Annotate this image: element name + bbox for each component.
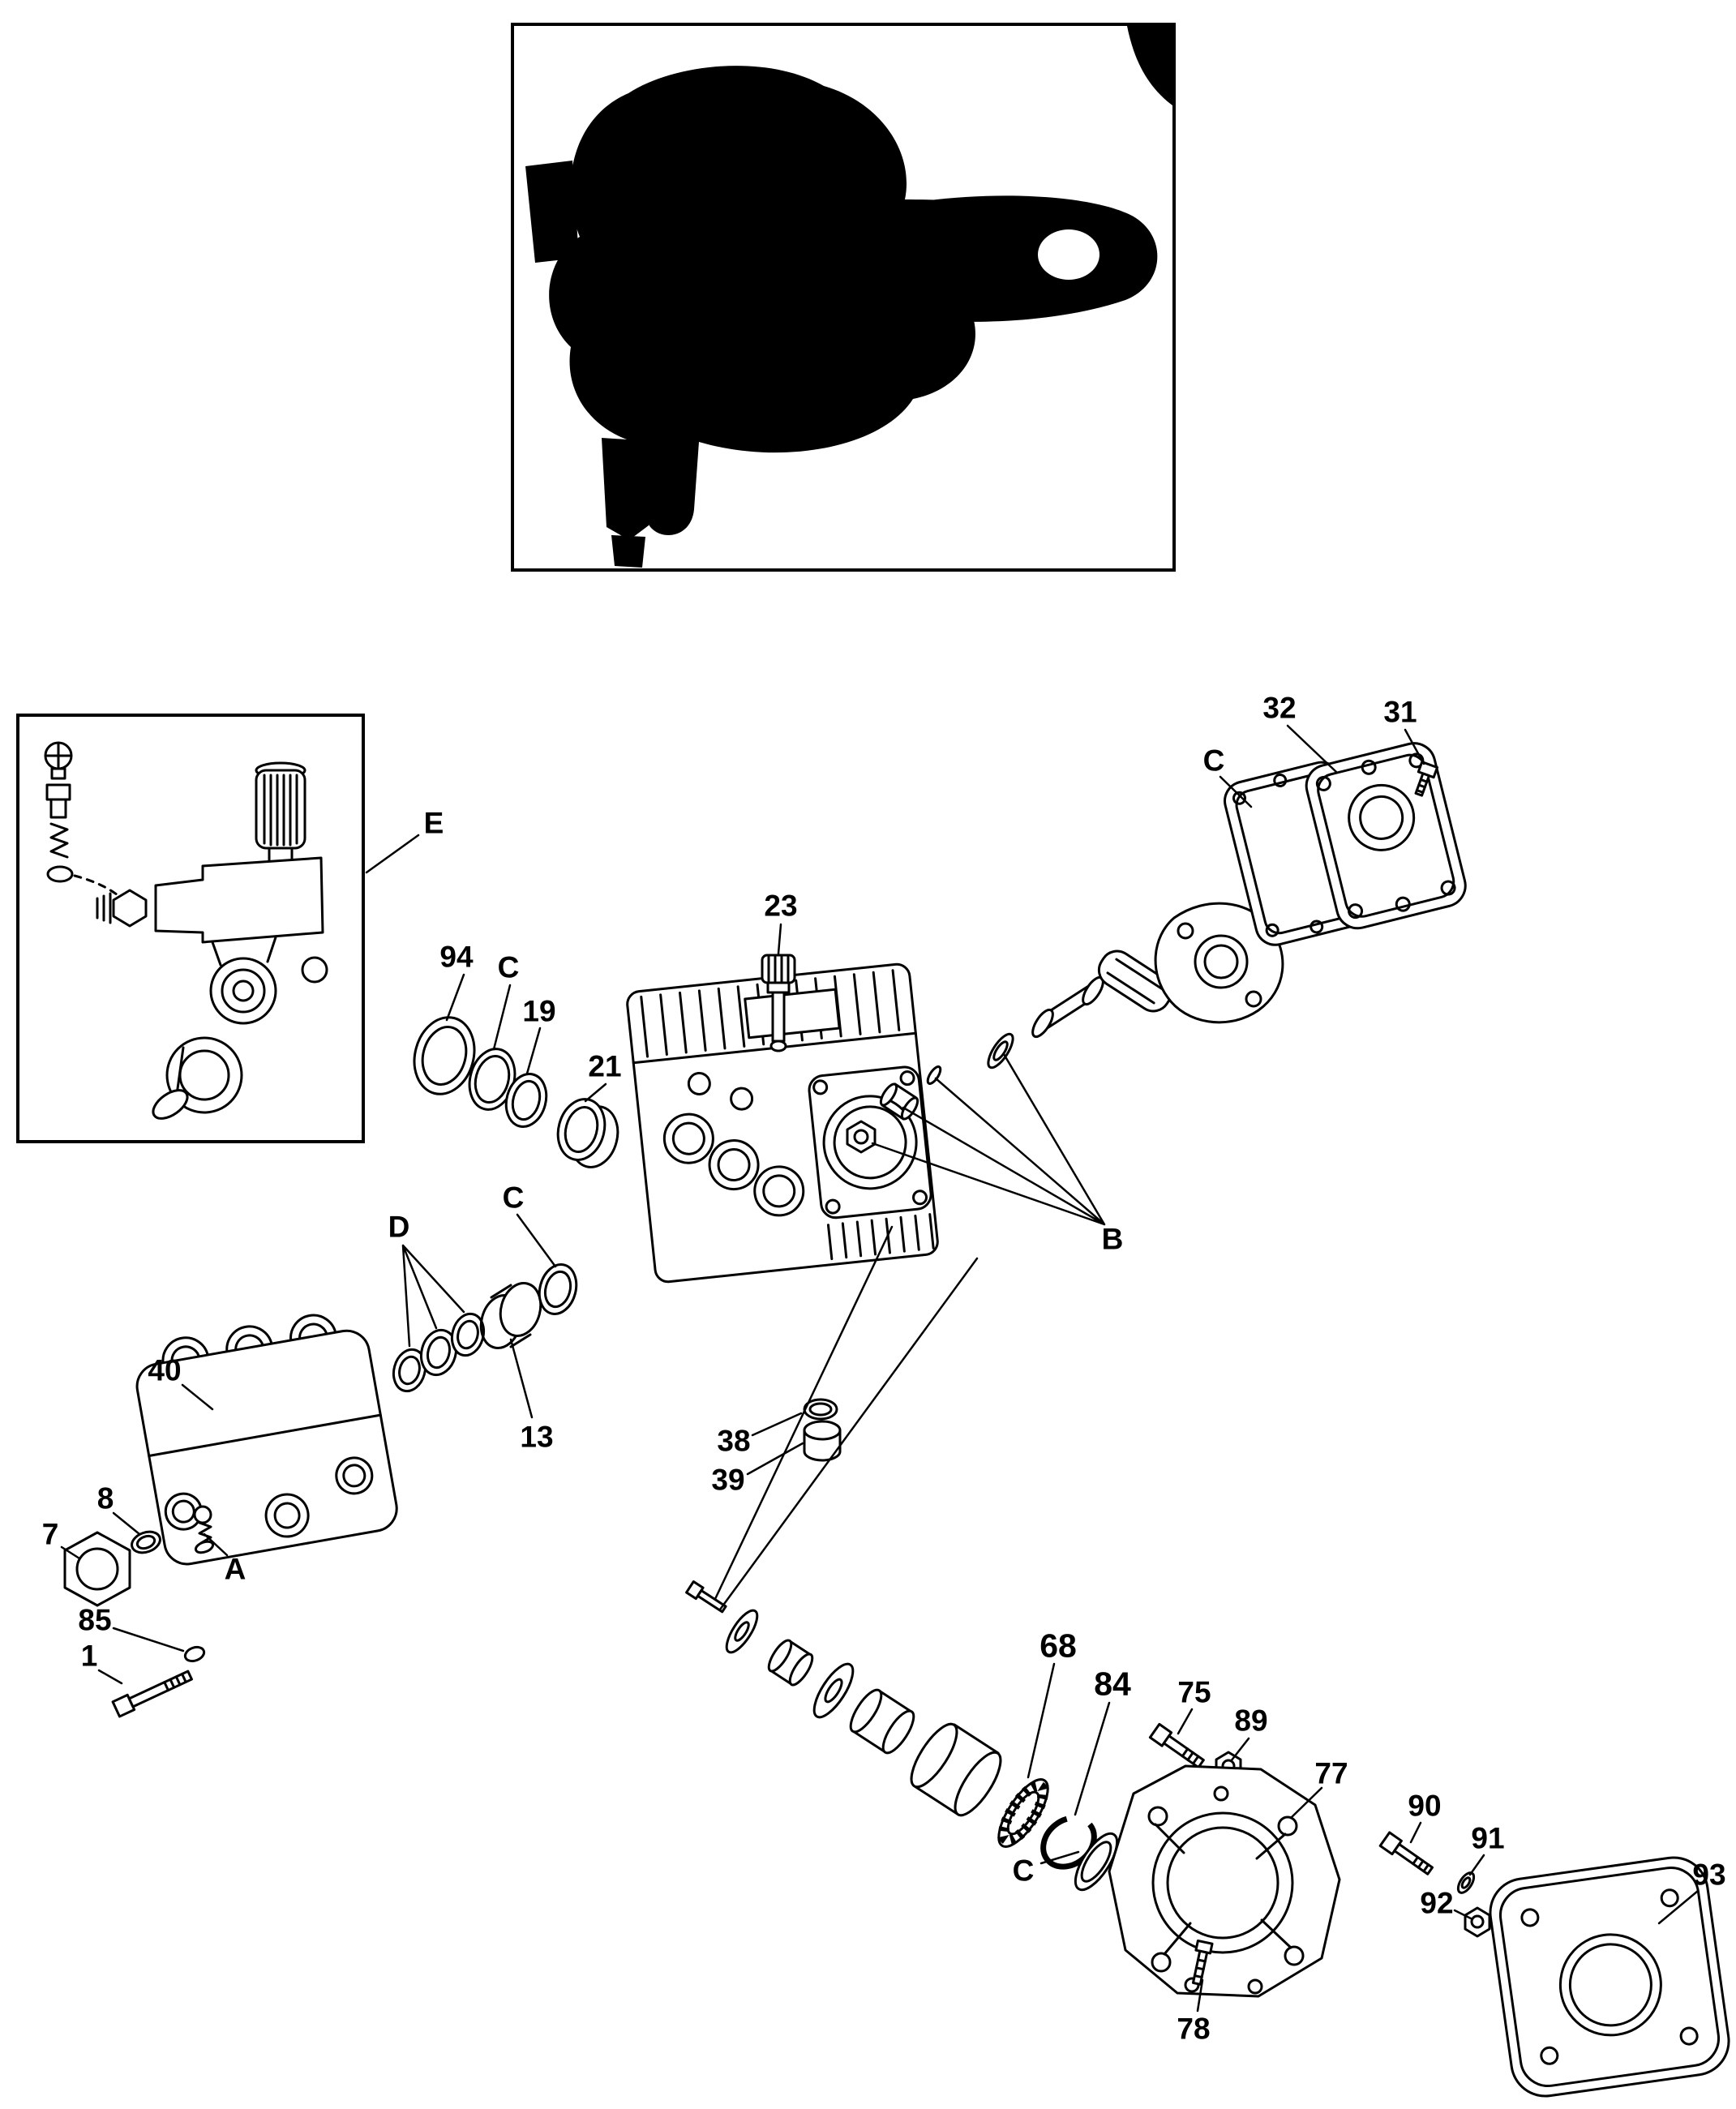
photo-handle-hole [1038, 229, 1099, 280]
plug-38-39 [803, 1398, 842, 1462]
bolt-75 [1148, 1722, 1205, 1769]
bolt-31 [1414, 761, 1439, 797]
callout-b: B [1101, 1222, 1124, 1256]
callout-92: 92 [1420, 1886, 1454, 1920]
callout-77: 77 [1314, 1756, 1348, 1790]
seal-c-lower [1074, 1832, 1119, 1892]
drive-yoke-flange [1097, 902, 1284, 1024]
bolt-90 [1378, 1831, 1434, 1875]
callout-32: 32 [1262, 691, 1297, 725]
nut-92 [1464, 1906, 1491, 1938]
callout-c-ring: C [502, 1181, 525, 1215]
callout-19: 19 [522, 994, 556, 1028]
callout-23: 23 [764, 889, 798, 923]
callout-e: E [423, 806, 444, 840]
cover-plate-32 [1305, 742, 1467, 930]
callout-40: 40 [148, 1353, 182, 1387]
callout-d: D [388, 1210, 410, 1244]
unloader-valve-detail [96, 761, 328, 1120]
callout-8: 8 [96, 1481, 114, 1515]
callout-c-lower: C [1012, 1854, 1035, 1888]
callout-75: 75 [1177, 1675, 1211, 1709]
nameplate [744, 988, 841, 1039]
callout-38: 38 [717, 1424, 751, 1458]
callout-94: 94 [439, 940, 474, 974]
callout-21: 21 [588, 1049, 622, 1083]
seals-d-13-c [392, 1263, 578, 1393]
callout-85: 85 [78, 1603, 112, 1637]
callout-13: 13 [520, 1420, 554, 1454]
callout-78: 78 [1177, 2012, 1211, 2046]
photo-panel [511, 23, 1176, 572]
piston-parts-b [846, 975, 1104, 1154]
callout-68: 68 [1039, 1627, 1077, 1665]
callout-7: 7 [41, 1517, 59, 1551]
thermal-valve-23 [761, 954, 796, 1052]
crankshaft-assembly [685, 1580, 1002, 1817]
bolt-1-oring-85 [111, 1645, 206, 1718]
callout-a: A [224, 1552, 246, 1586]
manifold-head-40 [135, 1314, 398, 1566]
callout-93: 93 [1692, 1858, 1726, 1892]
callout-c-gasket: C [1202, 744, 1225, 778]
seal-stack-94-c-19-21 [413, 1016, 619, 1168]
callout-1: 1 [80, 1639, 98, 1673]
callout-90: 90 [1408, 1789, 1442, 1823]
callout-c-seal: C [497, 950, 520, 984]
callout-84: 84 [1094, 1665, 1131, 1703]
callout-89: 89 [1234, 1704, 1268, 1738]
mounting-plate-93 [1489, 1856, 1730, 2098]
inset-panel-e [16, 714, 365, 1143]
bearing-housing-77 [1108, 1764, 1341, 1998]
callout-31: 31 [1383, 695, 1417, 729]
callout-39: 39 [711, 1463, 745, 1497]
bolt-78 [1191, 1939, 1214, 1986]
bearing-68 [997, 1778, 1049, 1848]
callout-91: 91 [1471, 1821, 1505, 1855]
washer-91 [1456, 1871, 1476, 1894]
leader-lines [60, 724, 1700, 2013]
plug-7-oring-8-valve-a [63, 1505, 215, 1607]
